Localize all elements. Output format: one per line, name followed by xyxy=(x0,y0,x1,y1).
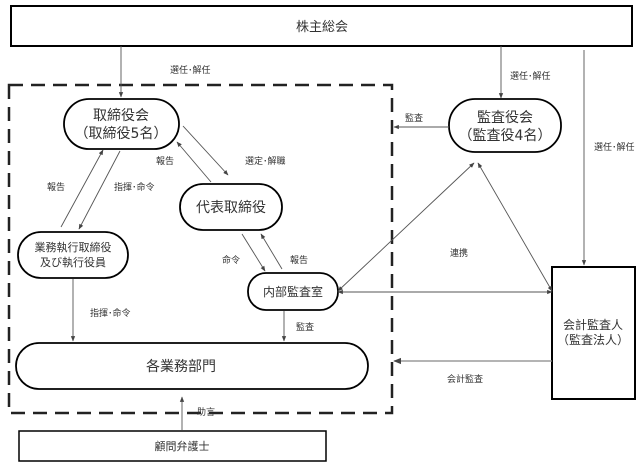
edge-label-board-exec: 指揮･命令 xyxy=(114,181,155,193)
edge-label-exec-departments: 指揮･命令 xyxy=(90,307,131,319)
edge-label-audit-board-company: 監査 xyxy=(405,112,423,124)
business-departments-label: 各業務部門 xyxy=(146,359,216,375)
executive-officers-node: 業務執行取締役 及び執行役員 xyxy=(17,231,129,279)
board-node: 取締役会 （取締役5名） xyxy=(63,98,180,150)
board-label-1: 取締役会 xyxy=(93,107,149,124)
edge-rep-board xyxy=(176,141,212,183)
edge-label-shareholders-accounting-auditor: 選任･解任 xyxy=(594,141,635,153)
edge-collab-audit-board-accounting-auditor xyxy=(477,162,553,292)
edge-board-exec xyxy=(78,150,121,230)
edge-label-internal-audit-departments: 監査 xyxy=(296,321,314,333)
accounting-auditor-label-2: （監査法人） xyxy=(557,332,629,347)
representative-director-label: 代表取締役 xyxy=(196,199,266,216)
edge-label-accounting-audit: 会計監査 xyxy=(447,373,483,385)
edge-label-shareholders-board: 選任･解任 xyxy=(170,64,211,76)
executive-officers-label-2: 及び執行役員 xyxy=(40,255,106,269)
edge-label-collaboration: 連携 xyxy=(450,247,468,259)
legal-advisor-node: 顧問弁護士 xyxy=(18,430,327,462)
representative-director-node: 代表取締役 xyxy=(179,183,283,231)
audit-board-node: 監査役会 （監査役4名） xyxy=(448,98,562,153)
edge-label-advice: 助言 xyxy=(197,406,215,418)
edge-label-board-rep: 選定･解職 xyxy=(245,155,286,167)
edge-board-rep xyxy=(182,125,229,176)
company-boundary xyxy=(7,83,394,415)
board-label-2: （取締役5名） xyxy=(75,125,168,142)
internal-audit-node: 内部監査室 xyxy=(247,272,339,311)
edge-label-shareholders-audit-board: 選任･解任 xyxy=(510,70,551,82)
audit-board-label-1: 監査役会 xyxy=(477,109,533,126)
edge-exec-board xyxy=(60,149,104,228)
edge-collab-internal-audit-audit-board xyxy=(337,162,475,292)
edge-label-rep-internal-audit: 命令 xyxy=(222,254,240,266)
edge-label-internal-audit-rep: 報告 xyxy=(290,254,308,266)
legal-advisor-label: 顧問弁護士 xyxy=(155,439,210,453)
edge-internal-audit-rep xyxy=(260,233,283,270)
edge-rep-internal-audit xyxy=(241,233,266,272)
accounting-auditor-label-1: 会計監査人 xyxy=(563,317,623,332)
audit-board-label-2: （監査役4名） xyxy=(459,127,552,144)
business-departments-node: 各業務部門 xyxy=(15,342,369,390)
accounting-auditor-node: 会計監査人 （監査法人） xyxy=(551,266,636,400)
internal-audit-label: 内部監査室 xyxy=(263,284,323,299)
shareholders-meeting-node: 株主総会 xyxy=(10,5,633,47)
executive-officers-label-1: 業務執行取締役 xyxy=(35,240,112,254)
edge-label-exec-board: 報告 xyxy=(47,181,65,193)
shareholders-meeting-label: 株主総会 xyxy=(296,20,348,35)
edge-label-rep-board: 報告 xyxy=(156,155,174,167)
